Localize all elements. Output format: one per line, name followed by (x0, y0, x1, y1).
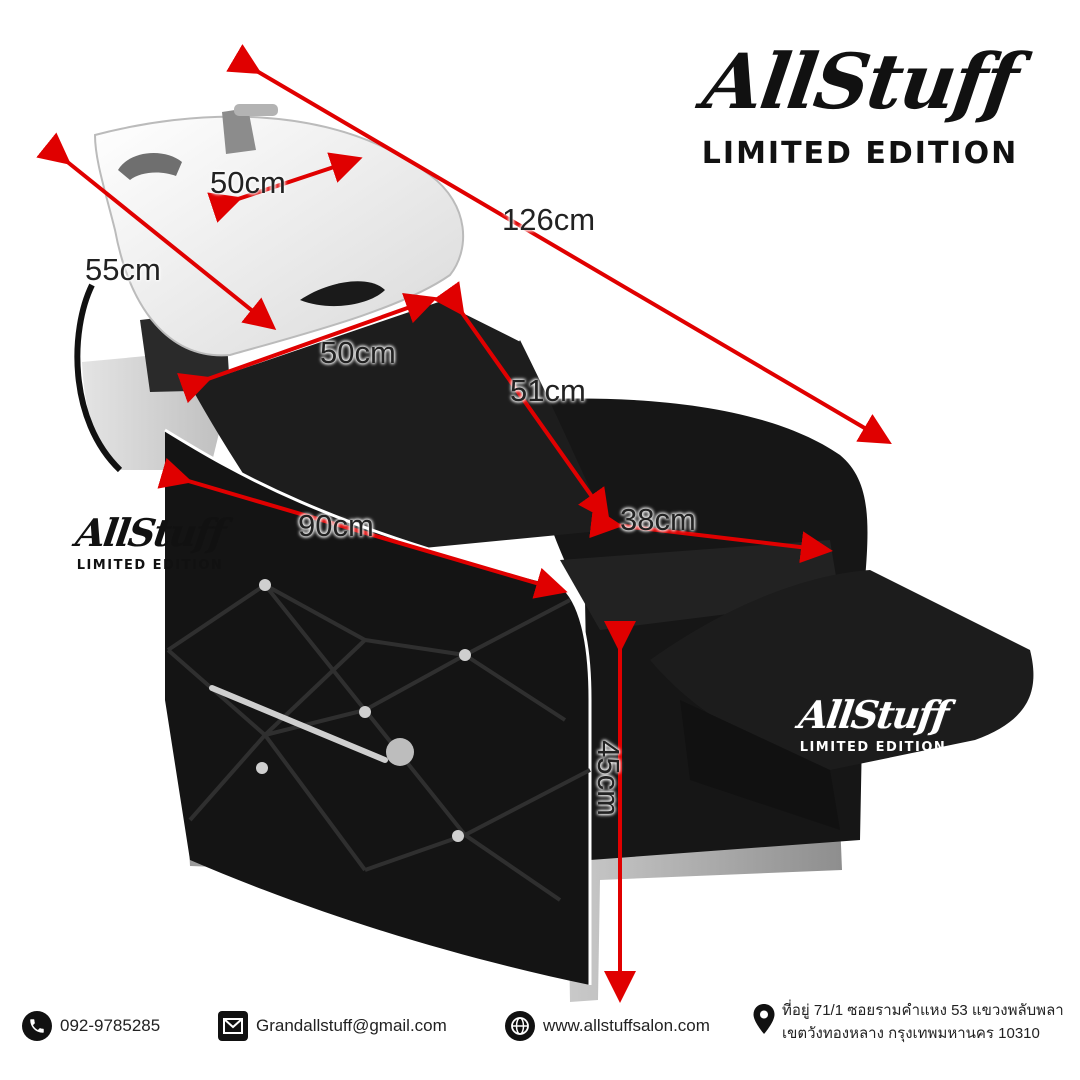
arrow-back-width (177, 292, 438, 404)
contact-email[interactable]: Grandallstuff@gmail.com (218, 1011, 447, 1041)
arrow-body-length (157, 457, 568, 599)
brand-name: AllStuff (698, 37, 1022, 126)
envelope-icon (218, 1011, 248, 1041)
brand-logo: AllStuff LIMITED EDITION (695, 37, 1025, 171)
watermark-brand-edition: LIMITED EDITION (799, 740, 947, 755)
dim-label-back-height: 51cm (510, 373, 586, 408)
arrow-seat-depth (589, 506, 833, 564)
watermark-brand-name: AllStuff (796, 692, 951, 737)
contact-address: ที่อยู่ 71/1 ซอยรามคำแหง 53 แขวงพลับพลา … (752, 999, 1064, 1045)
dim-label-seat-depth: 38cm (620, 502, 696, 537)
dim-label-back-width: 50cm (320, 335, 396, 370)
dim-label-bowl-depth: 55cm (85, 252, 161, 287)
dimension-arrows (36, 44, 892, 1003)
arrow-total-length (226, 44, 892, 445)
phone-number: 092-9785285 (60, 1016, 161, 1035)
website-url: www.allstuffsalon.com (543, 1016, 710, 1035)
email-address: Grandallstuff@gmail.com (256, 1016, 447, 1035)
dim-label-body-length: 90cm (298, 508, 374, 543)
watermark-logo-left: AllStuff LIMITED EDITION (70, 510, 230, 573)
watermark-logo-right: AllStuff LIMITED EDITION (788, 692, 958, 755)
globe-icon (505, 1011, 535, 1041)
contact-footer: 092-9785285 Grandallstuff@gmail.com www.… (0, 995, 1080, 1080)
map-pin-icon (752, 1003, 776, 1040)
brand-edition: LIMITED EDITION (701, 136, 1019, 171)
contact-website[interactable]: www.allstuffsalon.com (505, 1011, 710, 1041)
contact-phone[interactable]: 092-9785285 (22, 1011, 160, 1041)
arrow-back-height (433, 281, 610, 522)
dim-label-total-length: 126cm (502, 202, 596, 237)
address-line-2: เขตวังทองหลาง กรุงเทพมหานคร 10310 (782, 1025, 1040, 1042)
watermark-brand-name: AllStuff (73, 510, 228, 555)
watermark-brand-edition: LIMITED EDITION (76, 558, 224, 573)
phone-icon (22, 1011, 52, 1041)
address-line-1: ที่อยู่ 71/1 ซอยรามคำแหง 53 แขวงพลับพลา (782, 1002, 1064, 1019)
dim-label-bowl-width: 50cm (210, 165, 286, 200)
dim-label-seat-height: 45cm (590, 740, 626, 816)
